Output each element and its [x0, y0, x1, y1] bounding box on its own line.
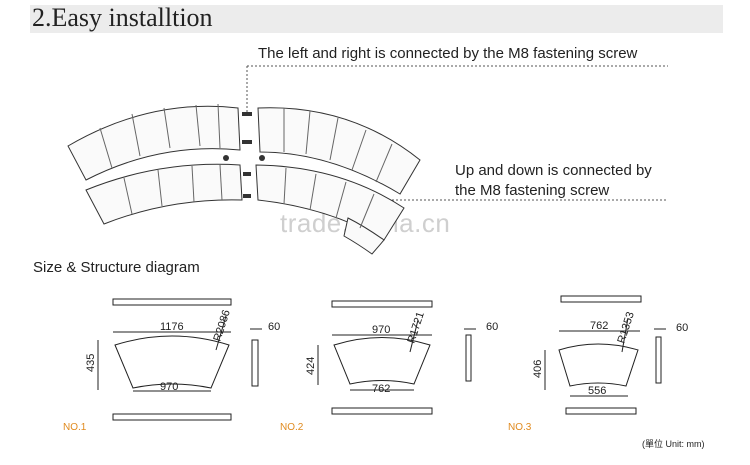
panel-3-bottom-bar — [565, 407, 637, 415]
panel-2 — [317, 300, 476, 415]
screw-icon — [259, 155, 265, 161]
panel-1-bottom-bar — [112, 413, 232, 421]
section-title: Size & Structure diagram — [33, 259, 200, 276]
panel-1-side-view — [251, 339, 259, 387]
screw-icon — [243, 172, 251, 176]
panel-2-radius: R1721 — [405, 310, 426, 345]
panel-3-bottom-width: 556 — [588, 385, 606, 397]
panel-2-bottom-bar — [331, 407, 433, 415]
panel-1-depth: 60 — [268, 321, 280, 333]
screw-icon — [243, 194, 251, 198]
panel-3 — [544, 295, 666, 415]
panel-1-bottom-width: 970 — [160, 381, 178, 393]
panel-label-2: NO.2 — [280, 422, 304, 433]
panel-2-bottom-width: 762 — [372, 383, 390, 395]
panel-2-height: 424 — [305, 357, 317, 375]
panel-1-radius: R2086 — [211, 308, 232, 343]
panel-2-top-bar — [331, 300, 433, 308]
panel-3-depth: 60 — [676, 322, 688, 334]
leader-lines — [246, 65, 668, 201]
panel-3-height: 406 — [532, 360, 544, 378]
panel-1 — [97, 298, 262, 421]
panel-label-3: NO.3 — [508, 422, 532, 433]
lower-left-cabinet — [85, 163, 243, 225]
upper-left-cabinet — [67, 105, 241, 181]
assembly-upper — [67, 103, 421, 195]
panel-2-radius-line — [409, 319, 419, 353]
note-up-down-1: Up and down is connected by — [455, 162, 652, 179]
note-up-down-2: the M8 fastening screw — [455, 182, 610, 199]
panel-3-shape — [558, 343, 639, 387]
unit-note: (單位 Unit: mm) — [642, 439, 705, 449]
title-band — [30, 5, 723, 33]
panel-3-radius-line — [621, 317, 629, 353]
panel-2-depth: 60 — [486, 321, 498, 333]
screw-icons — [223, 112, 265, 198]
screw-icon — [242, 112, 252, 116]
panel-3-radius: R1353 — [615, 310, 636, 345]
panel-1-shape — [114, 335, 230, 389]
lower-right-cabinet — [255, 164, 405, 241]
panel-label-1: NO.1 — [63, 422, 87, 433]
screw-icon — [223, 155, 229, 161]
panel-3-top-width: 762 — [590, 320, 608, 332]
panel-1-radius-line — [215, 315, 227, 351]
note-left-right: The left and right is connected by the M… — [258, 45, 638, 62]
screw-icon — [242, 140, 252, 144]
lower-right-foot — [343, 217, 385, 255]
panel-3-top-bar — [560, 295, 642, 303]
panel-3-side-view — [655, 336, 662, 384]
assembly-lower — [85, 163, 405, 255]
panel-1-top-width: 1176 — [160, 321, 184, 333]
panel-1-top-bar — [112, 298, 232, 306]
page-title: 2.Easy installtion — [32, 3, 213, 32]
panel-2-side-view — [465, 334, 472, 382]
panel-2-top-width: 970 — [372, 324, 390, 336]
panel-1-height: 435 — [85, 354, 97, 372]
panel-2-shape — [333, 337, 431, 385]
